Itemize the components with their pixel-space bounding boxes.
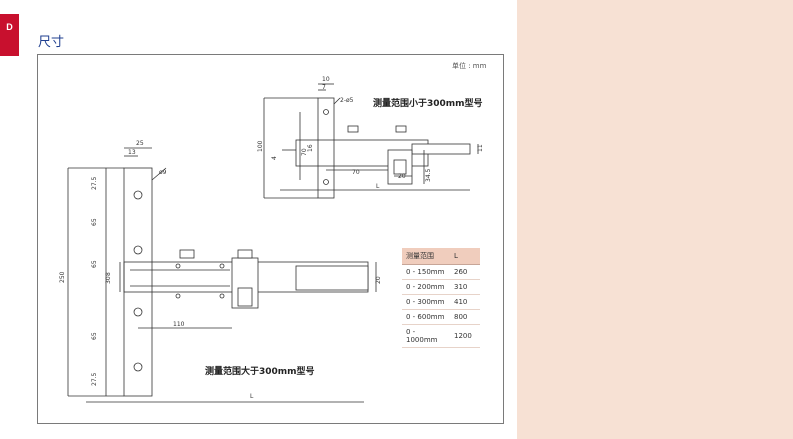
large-clamp-knob-1 xyxy=(179,249,195,259)
small-ruler xyxy=(411,143,471,155)
cell-L: 410 xyxy=(450,294,480,310)
large-vertical-bar xyxy=(123,167,153,397)
cell-L: 310 xyxy=(450,279,480,295)
large-hole-2 xyxy=(133,245,143,255)
large-ruler xyxy=(295,265,369,291)
dim-large-25: 25 xyxy=(136,140,144,147)
large-slider xyxy=(231,257,259,309)
table-header-row: 测量范围 L xyxy=(402,248,480,265)
dim-large-27-5-bottom: 27.5 xyxy=(91,372,98,386)
dim-small-70: 70 xyxy=(352,169,360,176)
dim-large-110: 110 xyxy=(173,321,185,328)
dim-large-8: 8 xyxy=(105,272,112,276)
dim-small-70-vertical: 70 xyxy=(301,148,308,156)
section-tab: D xyxy=(0,14,19,56)
large-hole-top xyxy=(133,190,143,200)
dim-large-hole: ø9 xyxy=(159,169,167,176)
cell-L: 260 xyxy=(450,264,480,280)
dim-small-4: 4 xyxy=(271,156,278,160)
table-row: 0 - 600mm 800 xyxy=(402,309,480,325)
small-slider xyxy=(387,149,413,185)
dim-large-13: 13 xyxy=(128,149,136,156)
cell-range: 0 - 600mm xyxy=(402,309,450,325)
large-model-caption: 测量范围大于300mm型号 xyxy=(205,367,315,377)
table-row: 0 - 200mm 310 xyxy=(402,279,480,295)
dim-small-100: 100 xyxy=(257,140,264,152)
dim-large-65-top: 65 xyxy=(91,218,98,226)
dim-small-holes: 2-ø5 xyxy=(340,97,354,104)
dim-large-27-5-top: 27.5 xyxy=(91,176,98,190)
large-hole-3 xyxy=(133,307,143,317)
dim-large-250: 250 xyxy=(59,271,66,283)
table-row: 0 - 150mm 260 xyxy=(402,264,480,280)
cell-L: 800 xyxy=(450,309,480,325)
dim-large-20: 20 xyxy=(375,276,382,284)
dim-large-65-bottom: 65 xyxy=(91,332,98,340)
drawing-frame xyxy=(37,54,504,424)
page-title: 尺寸 xyxy=(38,35,65,50)
range-table: 测量范围 L 0 - 150mm 260 0 - 200mm 310 0 - 3… xyxy=(402,248,480,348)
dim-large-65-mid: 65 xyxy=(91,260,98,268)
small-model-caption: 测量范围小于300mm型号 xyxy=(373,99,483,109)
cell-range: 0 - 1000mm xyxy=(402,324,450,348)
header-range: 测量范围 xyxy=(402,248,450,265)
dim-small-34-5: 34.5 xyxy=(425,168,432,182)
header-L: L xyxy=(450,248,480,265)
cell-range: 0 - 200mm xyxy=(402,279,450,295)
cell-L: 1200 xyxy=(450,324,480,348)
large-slider-window xyxy=(237,287,253,307)
dim-small-11: 11 xyxy=(477,144,484,152)
dim-small-20: 20 xyxy=(398,173,406,180)
side-panel xyxy=(517,0,793,439)
large-clamp-knob-2 xyxy=(237,249,253,259)
large-hole-bottom xyxy=(133,362,143,372)
small-slider-window xyxy=(393,159,407,175)
small-clamp-knob-1 xyxy=(347,125,359,133)
dim-small-16: 16 xyxy=(307,144,314,152)
dim-large-30: 30 xyxy=(105,276,112,284)
dim-large-L: L xyxy=(250,393,254,400)
small-vertical-bar xyxy=(317,97,335,199)
table-row: 0 - 300mm 410 xyxy=(402,294,480,310)
cell-range: 0 - 300mm xyxy=(402,294,450,310)
cell-range: 0 - 150mm xyxy=(402,264,450,280)
small-clamp-knob-2 xyxy=(395,125,407,133)
dim-small-L: L xyxy=(376,183,380,190)
dim-small-10: 10 xyxy=(322,76,330,83)
unit-label: 单位 : mm xyxy=(452,62,487,70)
table-row: 0 - 1000mm 1200 xyxy=(402,324,480,348)
dim-small-7: 7 xyxy=(322,84,326,91)
